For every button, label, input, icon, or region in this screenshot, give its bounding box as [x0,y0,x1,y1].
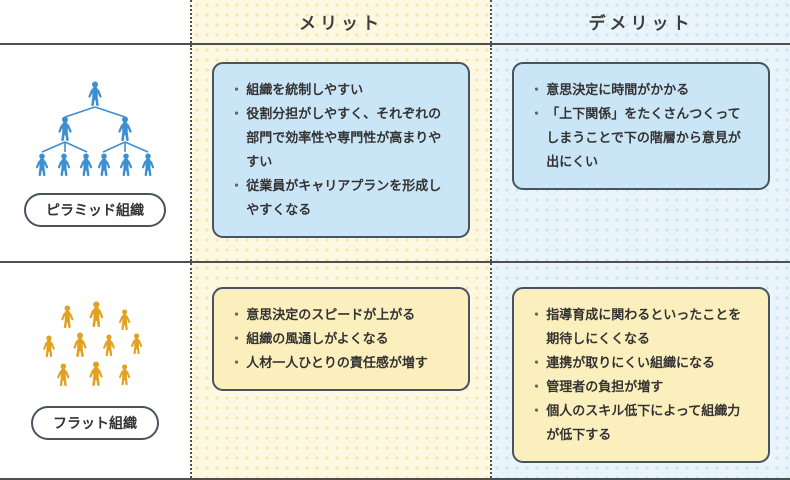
column-header-demerit: デメリット [490,0,790,43]
bullet-item: 組織を統制しやすい [230,78,452,102]
bullet-item: 管理者の負担が増す [530,375,752,399]
demerit-box: 指導育成に関わるといったことを期待しにくくなる連携が取りにくい組織になる管理者の… [512,287,770,464]
pyramid-org-cell: ピラミッド組織 [0,45,190,261]
header-row: メリット デメリット [0,0,790,45]
pyramid-org-icon [29,80,161,180]
pyramid-merit-cell: 組織を統制しやすい役割分担がしやすく、それぞれの部門で効率性や専門性が高まりやす… [190,45,490,261]
demerit-box: 意思決定に時間がかかる「上下関係」をたくさんつくってしまうことで下の階層から意見… [512,62,770,191]
demerit-list: 意思決定に時間がかかる「上下関係」をたくさんつくってしまうことで下の階層から意見… [530,78,752,174]
bullet-item: 役割分担がしやすく、それぞれの部門で効率性や専門性が高まりやすい [230,102,452,174]
flat-merit-cell: 意思決定のスピードが上がる組織の風通しがよくなる人材一人ひとりの責任感が増す [190,263,490,478]
flat-org-icon [39,301,151,393]
merit-box: 意思決定のスピードが上がる組織の風通しがよくなる人材一人ひとりの責任感が増す [212,287,470,392]
bullet-item: 個人のスキル低下によって組織力が低下する [530,399,752,447]
pyramid-demerit-cell: 意思決定に時間がかかる「上下関係」をたくさんつくってしまうことで下の階層から意見… [490,45,790,261]
merit-list: 組織を統制しやすい役割分担がしやすく、それぞれの部門で効率性や専門性が高まりやす… [230,78,452,222]
bullet-item: 意思決定に時間がかかる [530,78,752,102]
flat-demerit-cell: 指導育成に関わるといったことを期待しにくくなる連携が取りにくい組織になる管理者の… [490,263,790,478]
bullet-item: 連携が取りにくい組織になる [530,351,752,375]
org-label-pill: フラット組織 [31,406,159,440]
demerit-header-label: デメリット [588,14,694,33]
merit-box: 組織を統制しやすい役割分担がしやすく、それぞれの部門で効率性や専門性が高まりやす… [212,62,470,239]
flat-org-row: フラット組織 意思決定のスピードが上がる組織の風通しがよくなる人材一人ひとりの責… [0,263,790,480]
bullet-item: 組織の風通しがよくなる [230,327,452,351]
demerit-list: 指導育成に関わるといったことを期待しにくくなる連携が取りにくい組織になる管理者の… [530,303,752,447]
merit-header-label: メリット [299,14,383,33]
flat-org-cell: フラット組織 [0,263,190,478]
bullet-item: 指導育成に関わるといったことを期待しにくくなる [530,303,752,351]
merit-list: 意思決定のスピードが上がる組織の風通しがよくなる人材一人ひとりの責任感が増す [230,303,452,375]
pyramid-org-row: ピラミッド組織 組織を統制しやすい役割分担がしやすく、それぞれの部門で効率性や専… [0,45,790,263]
bullet-item: 人材一人ひとりの責任感が増す [230,351,452,375]
column-header-merit: メリット [190,0,490,43]
org-label-pill: ピラミッド組織 [24,192,166,227]
bullet-item: 従業員がキャリアプランを形成しやすくなる [230,174,452,222]
bullet-item: 「上下関係」をたくさんつくってしまうことで下の階層から意見が出にくい [530,102,752,174]
bullet-item: 意思決定のスピードが上がる [230,303,452,327]
header-empty-cell [0,0,190,43]
